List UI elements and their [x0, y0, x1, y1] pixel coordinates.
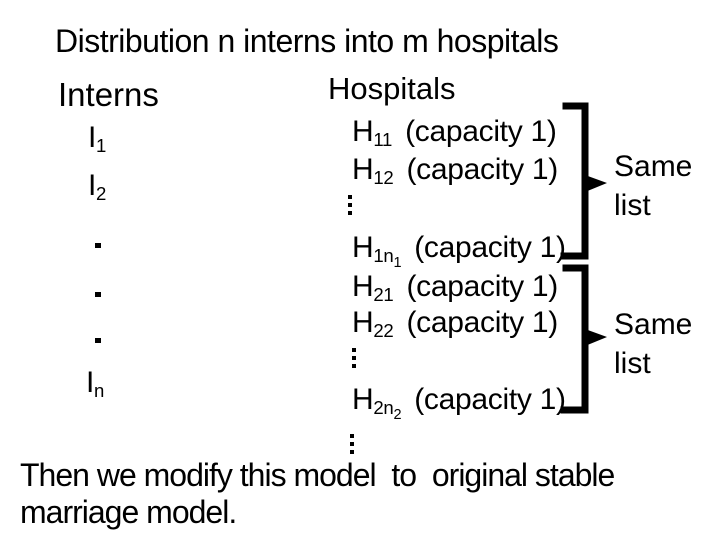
interns-heading: Interns	[58, 76, 159, 113]
same-list-line2: list	[614, 189, 651, 222]
hospital-row-22: H22 (capacity 1)	[352, 306, 558, 342]
hospital-subscript: 2n	[373, 397, 394, 419]
intern-n-subscript: n	[94, 380, 105, 402]
intern-2-base: I	[88, 169, 97, 202]
ellipsis-dot-icon	[95, 243, 101, 248]
intern-1-base: I	[88, 121, 97, 154]
hospital-subscript: 22	[373, 320, 394, 342]
intern-2-subscript: 2	[96, 183, 107, 205]
hospital-base: H	[352, 383, 374, 416]
hospital-subscript: 1n	[373, 245, 394, 267]
intern-1-subscript: 1	[96, 135, 107, 157]
hospital-row-21: H21 (capacity 1)	[352, 270, 558, 306]
hospital-subsubscript: 2	[393, 407, 402, 424]
same-list-bracket-icon	[560, 102, 607, 260]
footer-line2: marriage model.	[20, 494, 237, 530]
hospital-base: H	[352, 306, 374, 339]
hospital-subscript: 11	[373, 129, 393, 151]
hospital-row-11: H11 (capacity 1)	[352, 115, 557, 151]
capacity-label: (capacity 1)	[414, 231, 566, 264]
hospital-base: H	[352, 115, 374, 148]
intern-item-2: I2	[88, 169, 107, 205]
slide-title: Distribution n interns into m hospitals	[55, 23, 559, 59]
hospitals-heading: Hospitals	[328, 71, 456, 106]
hospital-subscript: 21	[373, 284, 394, 306]
intern-n-base: I	[86, 366, 95, 399]
same-list-label-2: Same list	[614, 305, 692, 383]
same-list-line2: list	[614, 347, 651, 380]
hospital-base: H	[352, 231, 374, 264]
hospital-row-2n2: H2n2 (capacity 1)	[352, 383, 566, 423]
capacity-label: (capacity 1)	[414, 383, 566, 416]
ellipsis-dot-icon	[95, 292, 101, 297]
vertical-ellipsis-icon	[348, 195, 352, 215]
capacity-label: (capacity 1)	[406, 153, 558, 186]
hospital-base: H	[352, 270, 374, 303]
capacity-label: (capacity 1)	[405, 115, 557, 148]
same-list-bracket-icon	[560, 264, 607, 414]
footer-text: Then we modify this model to original st…	[20, 457, 615, 531]
hospital-row-1n1: H1n1 (capacity 1)	[352, 231, 566, 271]
ellipsis-dot-icon	[95, 338, 101, 343]
footer-line1: Then we modify this model to original st…	[20, 457, 615, 493]
vertical-ellipsis-icon	[352, 348, 356, 368]
vertical-ellipsis-icon	[350, 434, 354, 454]
capacity-label: (capacity 1)	[406, 306, 558, 339]
hospital-row-12: H12 (capacity 1)	[352, 153, 558, 189]
hospital-subscript: 12	[373, 167, 394, 189]
same-list-line1: Same	[614, 150, 693, 183]
same-list-line1: Same	[614, 308, 693, 341]
hospital-subsubscript: 1	[393, 255, 402, 272]
intern-item-n: In	[86, 366, 105, 402]
intern-item-1: I1	[88, 121, 107, 157]
hospital-base: H	[352, 153, 374, 186]
capacity-label: (capacity 1)	[406, 270, 558, 303]
same-list-label-1: Same list	[614, 147, 692, 225]
